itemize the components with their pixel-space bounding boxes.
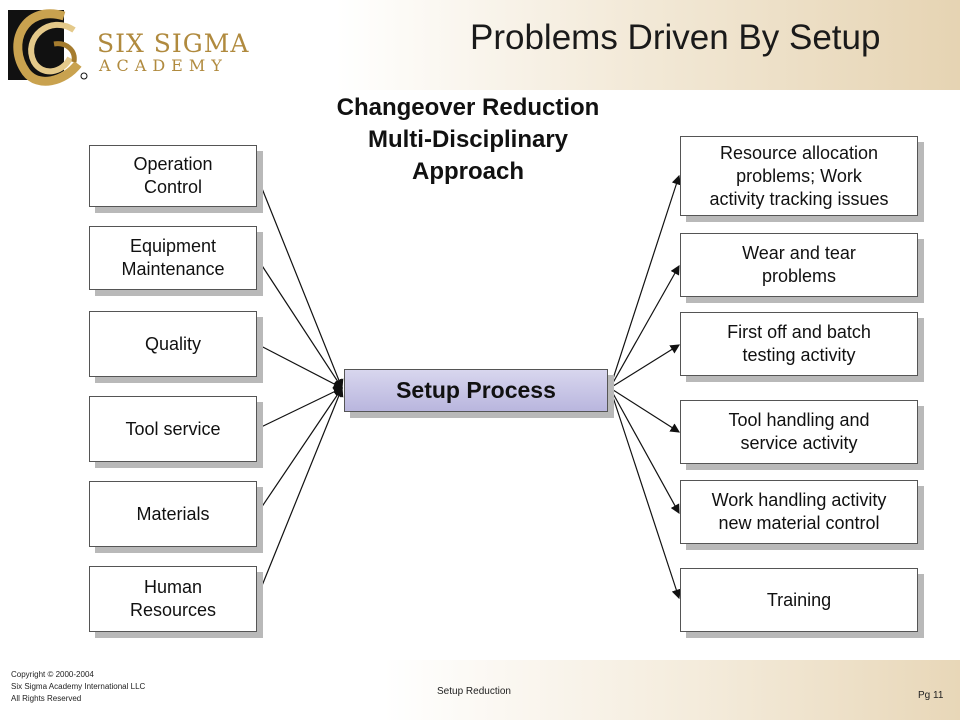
box-text: Tool handling and	[728, 410, 870, 430]
connector-tool-handling	[609, 387, 681, 433]
diagram-title-line1: Changeover Reduction	[336, 94, 600, 121]
connector-human-resources	[256, 386, 344, 599]
copyright-line: Copyright © 2000-2004	[11, 670, 94, 679]
connector-materials	[256, 387, 343, 515]
copyright-line: Six Sigma Academy International LLC	[11, 682, 146, 691]
box-text: Operation	[133, 154, 213, 174]
connector-wear-and-tear	[609, 264, 680, 389]
box-text: Work handling activity	[711, 490, 887, 510]
box-text: Wear and tear	[742, 243, 856, 263]
six-sigma-academy-logo: SIX SIGMA ACADEMY	[4, 4, 248, 90]
footer-section-title: Setup Reduction	[437, 686, 511, 697]
center-setup-process: Setup Process	[344, 369, 608, 412]
connector-work-handling	[609, 387, 680, 515]
copyright-notice: Copyright © 2000-2004 Six Sigma Academy …	[11, 669, 145, 705]
header-band	[0, 0, 960, 90]
box-tool-service: Tool service	[89, 396, 257, 462]
logo-emblem-icon	[8, 9, 88, 86]
box-first-off-batch: First off and batch testing activity	[680, 312, 918, 376]
diagram-title: Changeover Reduction Multi-Disciplinary …	[298, 92, 638, 188]
box-materials: Materials	[89, 481, 257, 547]
box-text: problems; Work	[736, 165, 862, 186]
box-text: service activity	[740, 433, 858, 453]
box-text: testing activity	[742, 345, 856, 365]
connector-equipment-maintenance	[256, 257, 343, 390]
diagram-title-line3: Approach	[411, 158, 524, 185]
box-quality: Quality	[89, 311, 257, 377]
diagram-title-line2: Multi-Disciplinary	[367, 126, 569, 153]
page-title: Problems Driven By Setup	[470, 18, 881, 57]
footer-band	[0, 660, 960, 720]
connector-resource-allocation	[609, 174, 681, 389]
connector-tool-service	[256, 387, 344, 430]
box-text: Maintenance	[121, 259, 225, 279]
logo-line1: SIX SIGMA	[97, 29, 250, 58]
box-text: Human	[143, 577, 202, 597]
box-work-handling: Work handling activity new material contr…	[680, 480, 918, 544]
box-training: Training	[680, 568, 918, 632]
box-text: problems	[761, 266, 836, 286]
box-text: Training	[766, 589, 832, 610]
page-number: Pg 11	[918, 690, 944, 701]
box-text: First off and batch	[727, 322, 871, 342]
copyright-line: All Rights Reserved	[11, 694, 82, 703]
box-text: activity tracking issues	[709, 188, 889, 209]
logo-line2: ACADEMY	[99, 56, 228, 75]
box-text: Control	[143, 177, 203, 197]
box-text: Tool service	[125, 418, 221, 439]
box-text: Resource allocation	[719, 142, 879, 163]
box-text: Resources	[129, 600, 217, 620]
box-wear-and-tear: Wear and tear problems	[680, 233, 918, 297]
box-text: new material control	[718, 513, 880, 533]
connector-first-off	[609, 344, 681, 389]
connector-training	[609, 387, 681, 600]
connector-operation-control	[256, 175, 344, 390]
connector-quality	[256, 343, 344, 389]
box-tool-handling: Tool handling and service activity	[680, 400, 918, 464]
box-text: Materials	[136, 503, 210, 524]
box-text: Quality	[144, 333, 202, 354]
box-text: Equipment	[129, 236, 217, 256]
